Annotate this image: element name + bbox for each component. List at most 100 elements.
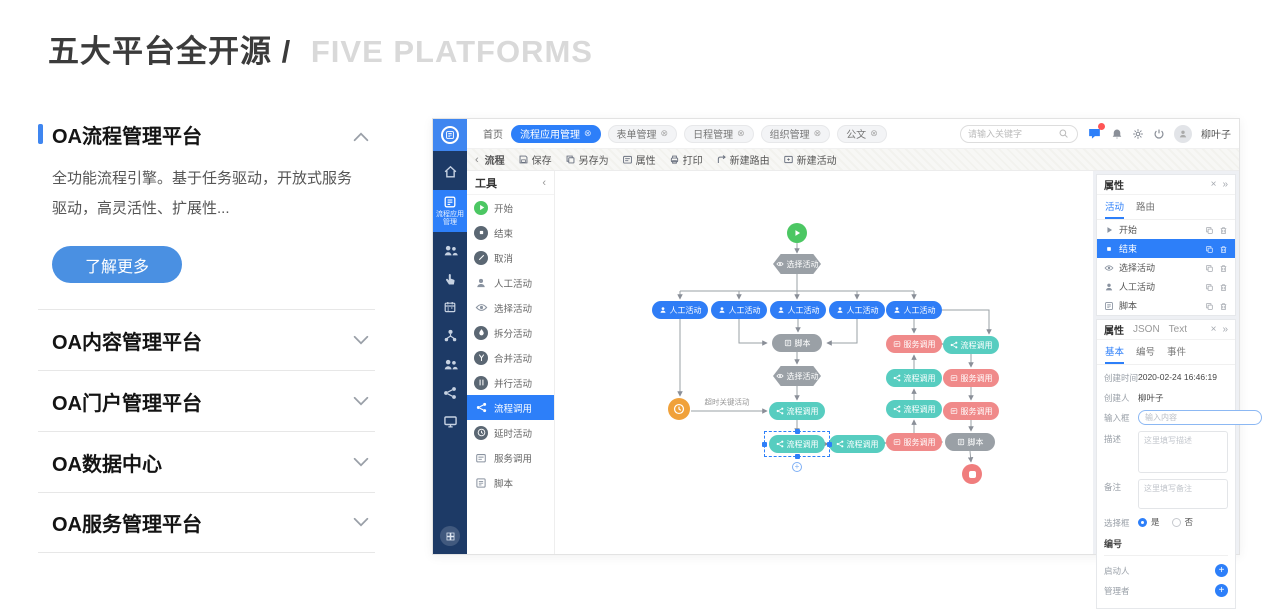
activity-row-end[interactable]: 结束: [1097, 239, 1235, 258]
sidebar-people-icon[interactable]: [443, 357, 458, 372]
flow-node-manual-2[interactable]: 人工活动: [711, 301, 767, 319]
tab-schedule-management[interactable]: 日程管理⊗: [684, 124, 754, 143]
flow-node-invoke-d[interactable]: 服务调用: [943, 402, 999, 420]
flow-node-route-d[interactable]: 流程调用: [886, 369, 942, 387]
power-icon[interactable]: [1153, 128, 1165, 140]
trash-icon[interactable]: [1219, 224, 1228, 234]
activity-row-script[interactable]: 脚本: [1097, 296, 1235, 315]
tool-parallel-activity[interactable]: 并行活动: [467, 370, 554, 395]
sidebar-hand-icon[interactable]: [443, 272, 457, 286]
radio-no[interactable]: 否: [1171, 516, 1193, 528]
resize-handle[interactable]: [762, 442, 767, 447]
tab-event[interactable]: 事件: [1167, 347, 1187, 358]
sidebar-monitor-icon[interactable]: [443, 414, 458, 429]
tab-route[interactable]: 路由: [1136, 202, 1156, 213]
content-input[interactable]: [1138, 410, 1262, 425]
sidebar-calendar-icon[interactable]: [443, 300, 457, 314]
close-icon[interactable]: ⊗: [870, 128, 878, 138]
close-icon[interactable]: ⊗: [737, 128, 745, 138]
flow-canvas[interactable]: 超时关键活动 选择活动 人工活动 人工活动 人工活动 人工活动 人工活动 脚本 …: [555, 171, 1095, 554]
trash-icon[interactable]: [1219, 243, 1228, 253]
add-starter-button[interactable]: +: [1215, 563, 1228, 577]
tab-basic[interactable]: 基本: [1105, 344, 1125, 364]
sidebar-network-icon[interactable]: [443, 386, 457, 400]
tool-end[interactable]: 结束: [467, 220, 554, 245]
activity-row-manual[interactable]: 人工活动: [1097, 277, 1235, 296]
collapse-icon[interactable]: ‹: [542, 176, 546, 189]
resize-handle[interactable]: [795, 454, 800, 459]
flow-node-route-c[interactable]: 流程调用: [943, 336, 999, 354]
radio-yes[interactable]: 是: [1138, 516, 1160, 528]
tool-script[interactable]: 脚本: [467, 470, 554, 495]
flow-node-invoke-c[interactable]: 服务调用: [943, 369, 999, 387]
flow-node-route-a[interactable]: 流程调用: [769, 402, 825, 420]
flow-node-start[interactable]: [787, 223, 807, 243]
collapse-right-icon[interactable]: »: [1222, 324, 1228, 335]
memo-textarea[interactable]: [1138, 479, 1228, 509]
copy-icon[interactable]: [1205, 243, 1214, 253]
app-logo[interactable]: [433, 119, 467, 151]
resize-handle[interactable]: [795, 429, 800, 434]
sidebar-apps-button[interactable]: [440, 526, 460, 546]
avatar[interactable]: [1174, 124, 1192, 143]
accordion-item-content[interactable]: OA内容管理平台: [38, 309, 375, 370]
gear-icon[interactable]: [1132, 128, 1144, 140]
tab-number[interactable]: 编号: [1136, 347, 1156, 358]
flow-node-route-e[interactable]: 流程调用: [886, 400, 942, 418]
tab-home[interactable]: 首页: [483, 130, 503, 141]
properties-button[interactable]: 属性: [622, 152, 656, 167]
back-button[interactable]: ‹流程: [475, 152, 505, 168]
activity-row-start[interactable]: 开始: [1097, 220, 1235, 239]
copy-icon[interactable]: [1205, 224, 1214, 234]
tool-manual-activity[interactable]: 人工活动: [467, 270, 554, 295]
copy-icon[interactable]: [1205, 262, 1214, 272]
tool-service-invoke[interactable]: 服务调用: [467, 445, 554, 470]
learn-more-button[interactable]: 了解更多: [52, 246, 182, 283]
accordion-header-process[interactable]: OA流程管理平台: [38, 120, 375, 148]
new-activity-button[interactable]: 新建活动: [783, 152, 837, 167]
resize-handle[interactable]: [827, 442, 832, 447]
tab-text[interactable]: Text: [1168, 324, 1188, 335]
save-as-button[interactable]: 另存为: [565, 152, 609, 167]
sidebar-org-icon[interactable]: [443, 243, 458, 258]
chevron-up-icon[interactable]: [353, 128, 369, 146]
tab-process-management[interactable]: 流程应用管理⊗: [511, 124, 601, 143]
close-icon[interactable]: ⊗: [660, 128, 669, 138]
username[interactable]: 柳叶子: [1201, 130, 1231, 141]
copy-icon[interactable]: [1205, 300, 1214, 310]
tool-cancel[interactable]: 取消: [467, 245, 554, 270]
flow-node-script-mid[interactable]: 脚本: [772, 334, 822, 352]
flow-node-manual-4[interactable]: 人工活动: [829, 301, 885, 319]
flow-node-script-end[interactable]: 脚本: [945, 433, 995, 451]
collapse-right-icon[interactable]: »: [1222, 179, 1228, 190]
close-icon[interactable]: ×: [1210, 324, 1217, 335]
bell-icon[interactable]: [1111, 128, 1123, 140]
accordion-item-data[interactable]: OA数据中心: [38, 431, 375, 492]
flow-node-manual-5[interactable]: 人工活动: [886, 301, 942, 319]
tool-merge-activity[interactable]: 合并活动: [467, 345, 554, 370]
tool-choice-activity[interactable]: 选择活动: [467, 295, 554, 320]
sidebar-item-process-management[interactable]: 流程应用管理: [433, 190, 467, 232]
flow-node-invoke-bottom[interactable]: 服务调用: [886, 433, 942, 451]
add-manager-button[interactable]: +: [1215, 583, 1228, 597]
accordion-item-portal[interactable]: OA门户管理平台: [38, 370, 375, 431]
chat-icon[interactable]: [1087, 123, 1105, 141]
activity-row-choice[interactable]: 选择活动: [1097, 258, 1235, 277]
tab-document[interactable]: 公文⊗: [837, 124, 887, 143]
tool-start[interactable]: 开始: [467, 195, 554, 220]
new-route-button[interactable]: 新建路由: [716, 152, 770, 167]
copy-icon[interactable]: [1205, 281, 1214, 291]
flow-node-choice-2[interactable]: 选择活动: [773, 366, 821, 386]
flow-node-route-selected[interactable]: 流程调用: [769, 435, 825, 453]
flow-node-choice[interactable]: 选择活动: [773, 254, 821, 274]
sidebar-home-icon[interactable]: [443, 164, 458, 179]
print-button[interactable]: 打印: [669, 152, 703, 167]
flow-node-manual-1[interactable]: 人工活动: [652, 301, 708, 319]
trash-icon[interactable]: [1219, 281, 1228, 291]
tab-json[interactable]: JSON: [1133, 324, 1160, 335]
search-box[interactable]: [960, 124, 1078, 143]
trash-icon[interactable]: [1219, 300, 1228, 310]
search-icon[interactable]: [1058, 128, 1069, 139]
close-icon[interactable]: ⊗: [813, 128, 822, 138]
flow-node-end[interactable]: [962, 464, 982, 484]
